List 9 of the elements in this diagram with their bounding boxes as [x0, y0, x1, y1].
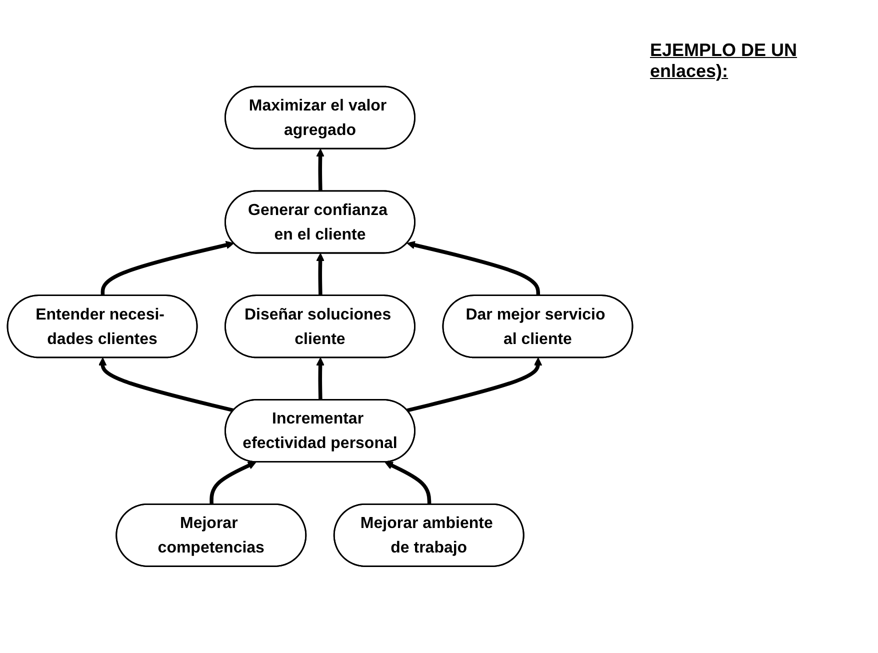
- arrow: [100, 241, 234, 296]
- arrow: [316, 358, 324, 400]
- arrow: [406, 358, 542, 412]
- arrow: [210, 462, 256, 505]
- arrow: [316, 148, 324, 192]
- arrow: [98, 358, 234, 412]
- heading-note: EJEMPLO DE UN enlaces):: [650, 40, 798, 82]
- arrow: [316, 253, 324, 296]
- arrow: [384, 462, 432, 505]
